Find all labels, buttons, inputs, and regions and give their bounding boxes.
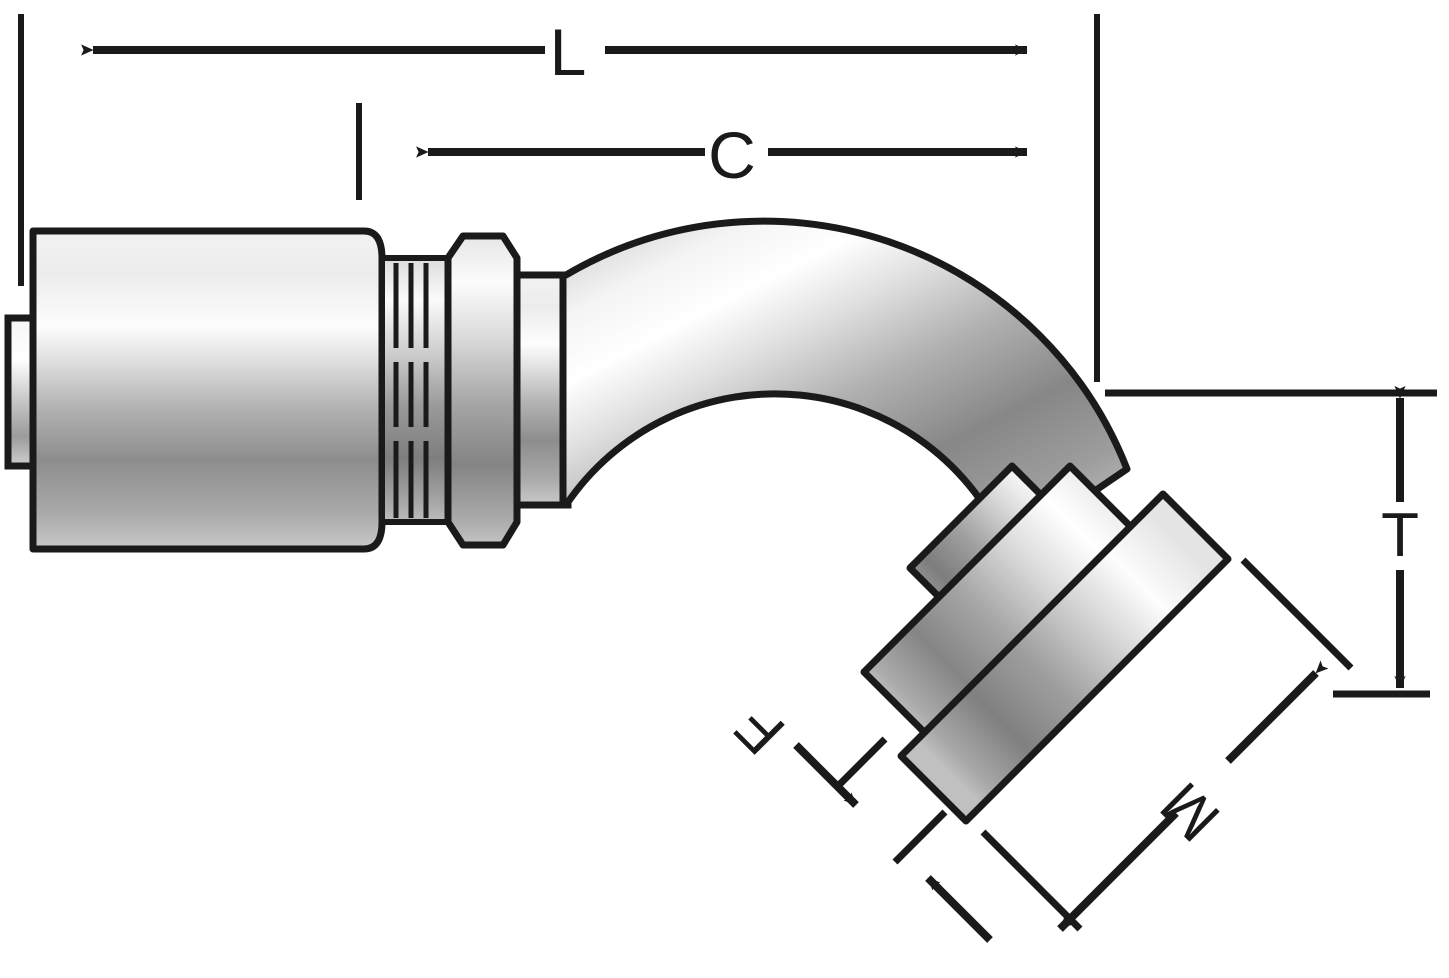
F-extension-line-upper	[835, 736, 888, 789]
F-dimension-label: F	[723, 692, 799, 768]
L-dimension-label: L	[550, 15, 587, 89]
flange-pad-outer	[897, 490, 1232, 825]
C-dimension-label: C	[708, 118, 756, 192]
ferrule-body	[29, 227, 386, 553]
M-extension-line-lower	[980, 829, 1083, 932]
M-dimension-line-upper-half	[1225, 660, 1329, 764]
T-dimension-label: T	[1381, 501, 1419, 570]
dimension-C: C	[356, 103, 1028, 200]
crimp-band	[379, 255, 451, 525]
F-dimension-line-lower	[925, 875, 993, 943]
crimp-score-lines	[393, 263, 429, 518]
F-extension-line-lower	[892, 809, 948, 865]
F-dimension-line-upper	[793, 742, 859, 808]
M-extension-line-upper	[1240, 557, 1354, 671]
fitting-geometry	[4, 217, 1232, 825]
dimension-L: L	[18, 14, 1100, 382]
collar-hex	[444, 232, 521, 549]
M-dimension-label: M	[1148, 769, 1233, 854]
dimension-T: T	[1105, 386, 1437, 698]
M-dimension-line-lower-half	[1057, 810, 1179, 932]
